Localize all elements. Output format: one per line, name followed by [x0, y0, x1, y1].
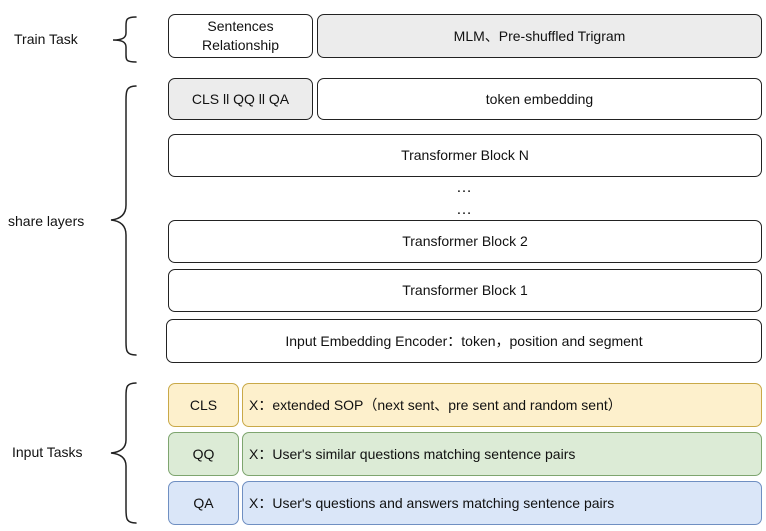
brace-train-task [112, 16, 137, 63]
mlm-trigram-box: MLM、Pre-shuffled Trigram [317, 14, 762, 58]
label-train-task: Train Task [14, 31, 78, 47]
label-share-layers: share layers [8, 213, 85, 229]
token-embedding-box: token embedding [317, 78, 762, 120]
task-tag-qa: QA [168, 481, 239, 525]
task-tag-cls: CLS [168, 383, 239, 427]
input-embedding-encoder-label: Input Embedding Encoder：token，position a… [285, 332, 643, 349]
task-desc-qa: X：User's questions and answers matching … [242, 481, 762, 525]
task-desc-cls: X：extended SOP（next sent、pre sent and ra… [242, 383, 762, 427]
brace-input-tasks [110, 382, 137, 524]
transformer-block-n: Transformer Block N [168, 134, 762, 177]
brace-share-layers [110, 85, 137, 356]
task-tag-qq: QQ [168, 432, 239, 476]
ellipsis-1: … [456, 179, 473, 196]
task-desc-qq-label: X：User's similar questions matching sent… [249, 445, 576, 462]
cls-qq-qa-box: CLS ll QQ ll QA [168, 78, 313, 120]
transformer-block-1: Transformer Block 1 [168, 269, 762, 312]
label-input-tasks: Input Tasks [12, 444, 83, 460]
task-desc-qa-label: X：User's questions and answers matching … [249, 494, 615, 511]
cls-qq-qa-label: CLS ll QQ ll QA [191, 90, 290, 107]
transformer-block-n-label: Transformer Block N [401, 147, 529, 164]
sentences-relationship-box: Sentences Relationship [168, 14, 313, 58]
task-tag-cls-label: CLS [189, 396, 218, 413]
token-embedding-label: token embedding [485, 90, 594, 107]
mlm-trigram-label: MLM、Pre-shuffled Trigram [453, 27, 626, 44]
transformer-block-2-label: Transformer Block 2 [402, 233, 528, 250]
task-tag-qa-label: QA [193, 494, 214, 511]
input-embedding-encoder: Input Embedding Encoder：token，position a… [166, 319, 762, 363]
sentences-relationship-label: Sentences Relationship [201, 18, 280, 53]
ellipsis-2: … [456, 201, 473, 218]
task-desc-qq: X：User's similar questions matching sent… [242, 432, 762, 476]
transformer-block-2: Transformer Block 2 [168, 220, 762, 263]
task-desc-cls-label: X：extended SOP（next sent、pre sent and ra… [249, 396, 622, 413]
transformer-block-1-label: Transformer Block 1 [402, 282, 528, 299]
task-tag-qq-label: QQ [192, 445, 215, 462]
